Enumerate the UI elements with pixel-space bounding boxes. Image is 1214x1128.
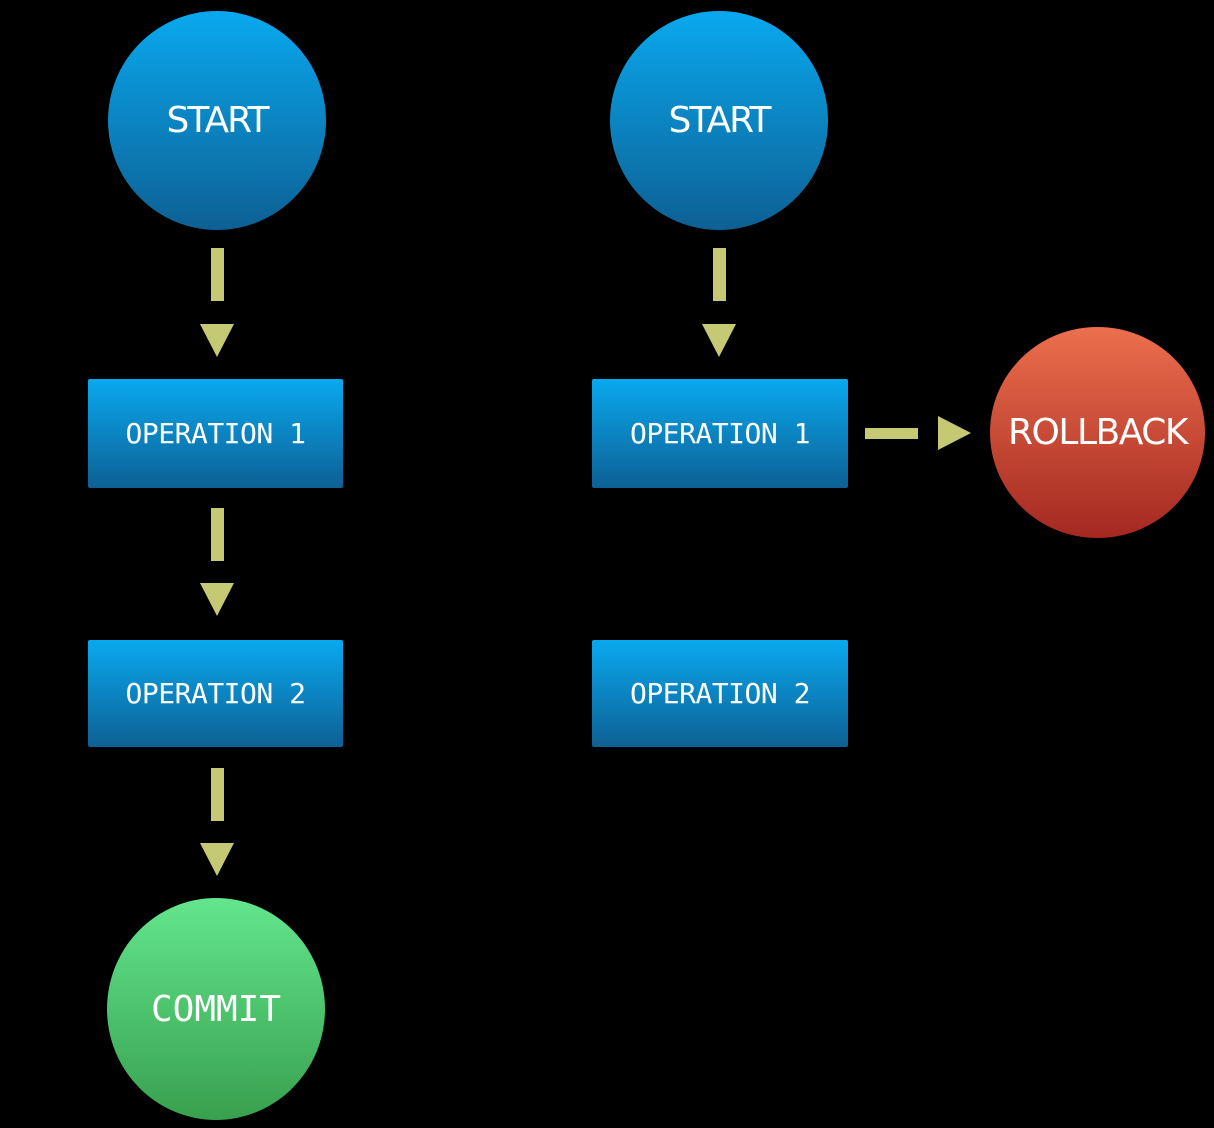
start-node-left: START — [108, 11, 326, 230]
arrow-dash — [211, 508, 224, 561]
start-node-right: START — [610, 11, 828, 230]
arrow-dash — [211, 248, 224, 301]
operation2-box-right: OPERATION 2 — [592, 640, 848, 747]
commit-node-label: COMMIT — [150, 988, 282, 1030]
commit-node: COMMIT — [107, 898, 325, 1120]
rollback-node: ROLLBACK — [990, 327, 1205, 538]
arrow-head-down-icon — [200, 843, 234, 876]
arrow-head-down-icon — [200, 583, 234, 616]
arrow-head-right-icon — [938, 416, 971, 450]
operation1-box-right: OPERATION 1 — [592, 379, 848, 488]
arrow-head-down-icon — [702, 324, 736, 357]
operation2-box-left-label: OPERATION 2 — [125, 677, 306, 710]
arrow-head-down-icon — [200, 324, 234, 357]
arrow-dash — [211, 768, 224, 821]
start-node-right-label: START — [668, 100, 771, 141]
operation2-box-right-label: OPERATION 2 — [630, 677, 810, 710]
start-node-left-label: START — [166, 100, 269, 141]
arrow-dash — [865, 428, 918, 439]
operation1-box-right-label: OPERATION 1 — [630, 417, 810, 450]
arrow-dash — [713, 248, 726, 301]
rollback-node-label: ROLLBACK — [1008, 412, 1188, 453]
operation1-box-left: OPERATION 1 — [88, 379, 343, 488]
operation1-box-left-label: OPERATION 1 — [125, 417, 306, 450]
operation2-box-left: OPERATION 2 — [88, 640, 343, 747]
